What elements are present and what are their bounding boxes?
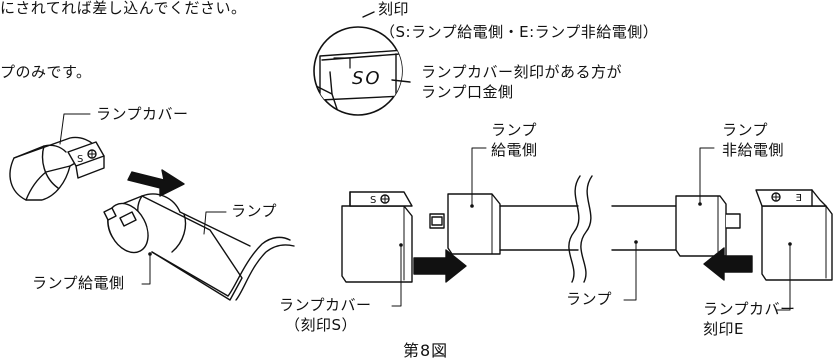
magnifier-stamp-letters: SO xyxy=(352,68,382,89)
left-cover-label: ランプカバー xyxy=(96,105,189,123)
intro-text-line-2: プのみです。 xyxy=(0,63,92,81)
right-cover-s-stamp-mark: S xyxy=(370,195,376,206)
left-lamp-pin xyxy=(119,211,137,227)
magnifier-detail: SO xyxy=(313,11,411,116)
left-cover-tab-side xyxy=(75,155,105,179)
right-cover-s-label-line-2: （刻印S） xyxy=(285,316,358,334)
right-cover-e-arrow xyxy=(703,247,753,281)
right-cover-e-label-line-1: ランプカバー xyxy=(703,300,796,318)
left-insert-arrow xyxy=(127,169,185,197)
right-cover-s-arrow xyxy=(413,249,467,283)
right-feed-label-line-1: ランプ xyxy=(491,121,538,139)
left-lamp-cable xyxy=(227,236,291,297)
stamp-label: 刻印 xyxy=(378,0,410,18)
left-feed-side-label: ランプ給電側 xyxy=(32,274,125,292)
stamp-note-line-2: ランプ口金側 xyxy=(421,83,514,101)
right-cover-e xyxy=(761,205,833,281)
left-lamp-label: ランプ xyxy=(231,202,278,220)
right-nonfeed-label-line-2: 非給電側 xyxy=(722,141,785,159)
stamp-legend: （S:ランプ給電側・E:ランプ非給電側） xyxy=(380,23,659,41)
right-lamp-tube xyxy=(499,205,677,251)
intro-text-line-1: にされてれば差し込んでください。 xyxy=(0,0,247,17)
right-lamp-label: ランプ xyxy=(566,290,613,308)
stamp-note-line-1: ランプカバー刻印がある方が xyxy=(421,63,623,81)
right-cover-s-label-line-1: ランプカバー xyxy=(279,296,372,314)
figure-caption: 第8図 xyxy=(403,341,449,360)
right-nonfeed-label-line-1: ランプ xyxy=(722,121,769,139)
right-cover-e-stamp-mark: E xyxy=(796,193,802,204)
left-lamp-assembly xyxy=(9,113,295,301)
right-cover-e-label-line-2: 刻印E xyxy=(703,320,744,338)
right-feed-label-line-2: 給電側 xyxy=(491,141,538,159)
left-lamp-body xyxy=(141,195,243,301)
right-lamp-assembly xyxy=(341,147,833,311)
left-cover-stamp-mark: S xyxy=(77,154,83,165)
